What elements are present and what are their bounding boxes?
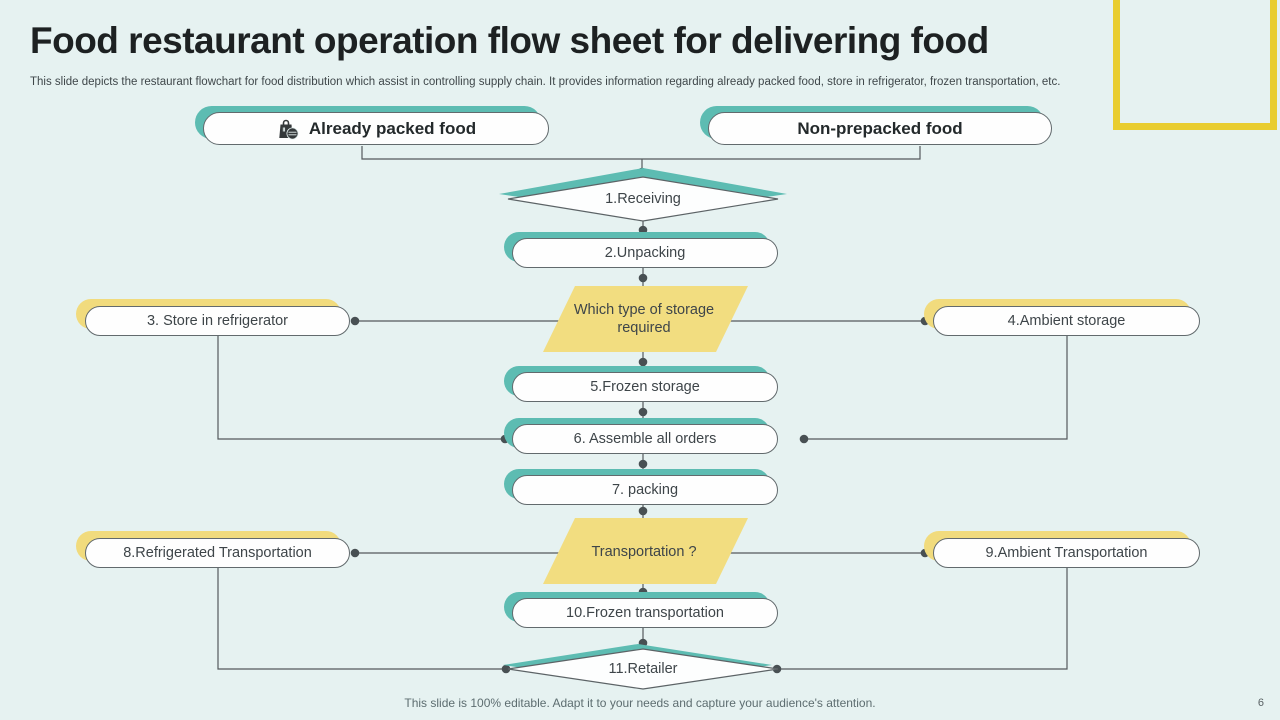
node-label: 7. packing — [611, 482, 679, 498]
retailer-diamond — [507, 648, 779, 690]
transport-question-parallelogram — [543, 518, 748, 584]
node-store-in-refrigerator: 3. Store in refrigerator — [85, 306, 350, 336]
node-label: 9.Ambient Transportation — [985, 545, 1148, 561]
node-label: 4.Ambient storage — [1007, 313, 1126, 329]
storage-question-parallelogram — [543, 286, 748, 352]
node-transport-question-label: Transportation ? — [591, 543, 697, 560]
node-receiving-label: 1.Receiving — [605, 190, 681, 207]
receiving-diamond — [507, 176, 779, 222]
connector-ambient-assemble — [804, 336, 1068, 440]
node-retailer-label: 11.Retailer — [608, 660, 678, 677]
grocery-bag-icon — [279, 119, 299, 139]
node-label: 6. Assemble all orders — [573, 431, 717, 447]
node-label: Already packed food — [308, 118, 477, 138]
footer-note: This slide is 100% editable. Adapt it to… — [404, 696, 876, 710]
node-label: 8.Refrigerated Transportation — [123, 545, 312, 561]
node-label: 2.Unpacking — [604, 245, 686, 261]
node-frozen-storage: 5.Frozen storage — [512, 372, 778, 402]
node-label: 10.Frozen transportation — [566, 605, 724, 621]
node-label: 3. Store in refrigerator — [146, 313, 289, 329]
node-ambient-transportation: 9.Ambient Transportation — [933, 538, 1200, 568]
page-title: Food restaurant operation flow sheet for… — [30, 20, 989, 61]
node-already-packed-food: Already packed food — [203, 112, 549, 145]
node-frozen-transportation: 10.Frozen transportation — [512, 598, 778, 628]
node-assemble-all-orders: 6. Assemble all orders — [512, 424, 778, 454]
node-ambient-storage: 4.Ambient storage — [933, 306, 1200, 336]
page-number: 6 — [1257, 697, 1264, 709]
connector-refrigtrans-retailer — [217, 568, 506, 670]
node-refrigerated-transportation: 8.Refrigerated Transportation — [85, 538, 350, 568]
connector-refrigerator-assemble — [217, 336, 505, 440]
yellow-frame-decoration — [1113, 0, 1277, 130]
node-label: Non-prepacked food — [797, 118, 963, 138]
node-storage-question-label: Which type of storage required — [573, 301, 715, 336]
node-unpacking: 2.Unpacking — [512, 238, 778, 268]
connector-ambienttrans-retailer — [777, 568, 1068, 670]
page-subtitle: This slide depicts the restaurant flowch… — [30, 76, 1061, 88]
node-packing: 7. packing — [512, 475, 778, 505]
node-label: 5.Frozen storage — [590, 379, 700, 395]
node-non-prepacked-food: Non-prepacked food — [708, 112, 1052, 145]
